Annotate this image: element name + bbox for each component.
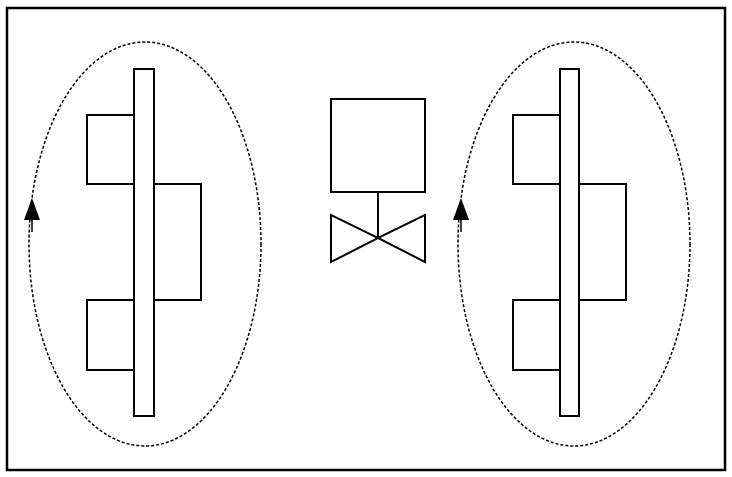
right-loop-arrowhead <box>453 198 469 220</box>
right-assembly <box>453 41 691 447</box>
right-block-top <box>512 114 561 185</box>
left-assembly <box>24 41 262 447</box>
center-valve-symbol <box>330 98 426 264</box>
left-loop-ellipse <box>28 41 262 447</box>
left-loop-arrowhead <box>24 198 40 220</box>
right-block-bottom <box>512 299 561 371</box>
valve-body-right <box>375 213 426 264</box>
left-block-bottom <box>86 299 135 371</box>
right-loop-ellipse <box>457 41 691 447</box>
valve-actuator-box <box>330 98 426 193</box>
left-block-middle <box>153 183 202 301</box>
left-block-top <box>86 114 135 185</box>
right-plate <box>559 68 580 417</box>
valve-body-left <box>330 213 381 264</box>
right-block-middle <box>578 183 627 301</box>
left-plate <box>133 68 155 417</box>
outer-frame <box>5 6 727 472</box>
